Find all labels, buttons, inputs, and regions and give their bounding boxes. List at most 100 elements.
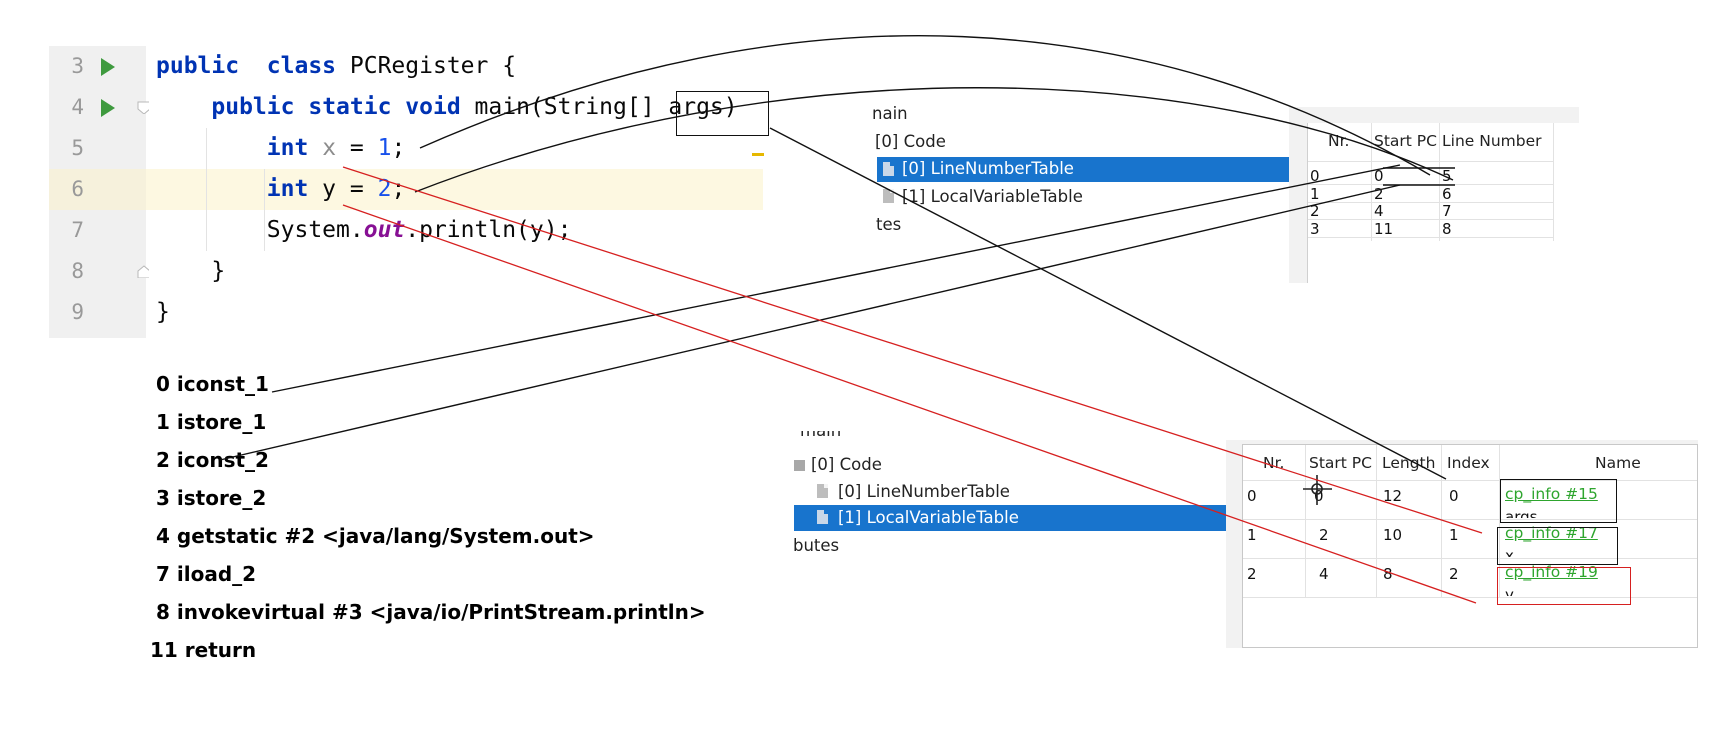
code-token [156,135,267,161]
code-token: ; [391,176,406,202]
bytecode-instruction: 1 istore_1 [156,410,267,434]
tree-item-code[interactable]: [0] Code [811,455,882,474]
code-text: int y = 2; [156,169,406,210]
column-header: Name [1595,454,1641,472]
bytecode-instruction: 11 return [150,638,257,662]
tree-item-code[interactable]: [0] Code [875,132,946,151]
table-cell: 0 [1449,487,1459,505]
table-cell: 4 [1319,565,1329,583]
line-number: 6 [71,177,84,201]
fold-icon[interactable] [137,101,149,114]
tree-item-method[interactable]: nain [872,104,908,123]
code-token [294,94,308,120]
column-header: Nr. [1328,132,1350,150]
args-highlight-box [676,91,769,136]
code-token [156,94,211,120]
code-token [156,176,267,202]
code-line[interactable]: 8 } [49,251,763,292]
tree-item-line-number-table[interactable]: [0] LineNumberTable [877,157,1289,182]
variable-name: x [1505,547,1514,557]
table-cell: 2 [1374,184,1384,203]
column-header: Nr. [1263,454,1285,472]
code-token: = [336,135,378,161]
code-token: } [156,258,226,284]
code-token: out [363,217,406,243]
indent-guide [206,128,207,251]
code-token: int [266,135,309,161]
table-cell: 2 [1247,565,1257,583]
code-token: 1 [377,135,392,161]
table-cell: 0 [1314,487,1324,505]
code-token: } [156,299,170,325]
bytecode-instruction: 4 getstatic #2 <java/lang/System.out> [156,524,595,548]
code-token: class [266,53,337,79]
table-cell: 8 [1383,565,1393,583]
warning-marker [752,153,764,156]
cp-info-link[interactable]: cp_info #17 [1505,524,1598,542]
code-token: .println(y); [405,217,572,243]
tree-item-local-variable-table[interactable]: [1] LocalVariableTable [794,505,1226,531]
line-number: 7 [71,218,84,242]
bytecode-instruction: 3 istore_2 [156,486,267,510]
line-number: 8 [71,259,84,283]
code-text: int x = 1; [156,128,406,169]
table-cell: 12 [1383,487,1403,505]
code-token: public [156,53,240,79]
tree-item-attributes[interactable]: butes [793,536,840,555]
table-cell: 10 [1383,526,1403,544]
code-line[interactable]: 3 public class PCRegister { [49,46,763,87]
code-text: } [156,292,170,333]
line-number: 4 [71,95,84,119]
tree-item-line-number-table[interactable]: [0] LineNumberTable [838,482,1010,501]
indent-guide [264,169,265,251]
table-cell: 2 [1319,526,1329,544]
code-text: } [156,251,225,292]
code-token: y = [308,176,378,202]
tree-item-local-variable-table[interactable]: [1] LocalVariableTable [902,187,1083,206]
table-cell: 0 [1310,167,1320,185]
run-icon[interactable] [101,99,115,117]
tree-item-method[interactable]: main [800,431,841,440]
tree-item-label: [0] LineNumberTable [902,159,1074,178]
code-token: public [211,94,295,120]
code-text: System.out.println(y); [156,210,572,251]
code-line[interactable]: 7 System.out.println(y); [49,210,763,251]
code-token: int [266,176,309,202]
code-token: PCRegister { [336,53,517,79]
table-cell: 1 [1449,526,1459,544]
line-number: 3 [71,54,84,78]
table-cell: 5 [1442,167,1452,185]
column-header: Index [1447,454,1490,472]
cp-info-link[interactable]: cp_info #15 [1505,485,1598,503]
file-icon [883,162,894,176]
table-cell: 7 [1442,202,1452,220]
table-cell: 3 [1310,219,1320,238]
table-cell: 4 [1374,202,1384,220]
fold-icon[interactable] [137,265,149,278]
code-token: static [308,94,392,120]
name-cell-box [1500,479,1617,523]
code-line[interactable]: 4 public static void main(String[] args) [49,87,763,128]
table-cell: 1 [1247,526,1257,544]
tree-item-attributes[interactable]: tes [876,215,902,234]
variable-name: args [1505,508,1538,518]
code-line[interactable]: 9} [49,292,763,333]
code-line[interactable]: 5 int x = 1; [49,128,763,169]
name-cell-box [1497,527,1618,565]
code-text: public class PCRegister { [156,46,516,87]
bytecode-instruction: 0 iconst_1 [156,372,269,396]
table-cell: 0 [1247,487,1257,505]
file-icon [883,189,894,203]
code-line[interactable]: 6 int y = 2; [49,169,763,210]
tree-item-label: [1] LocalVariableTable [838,508,1019,527]
bytecode-instruction: 8 invokevirtual #3 <java/io/PrintStream.… [156,600,706,624]
table-cell: 6 [1442,184,1452,203]
line-number: 9 [71,300,84,324]
code-token [391,94,405,120]
table-cell: 1 [1310,184,1320,203]
run-icon[interactable] [101,58,115,76]
